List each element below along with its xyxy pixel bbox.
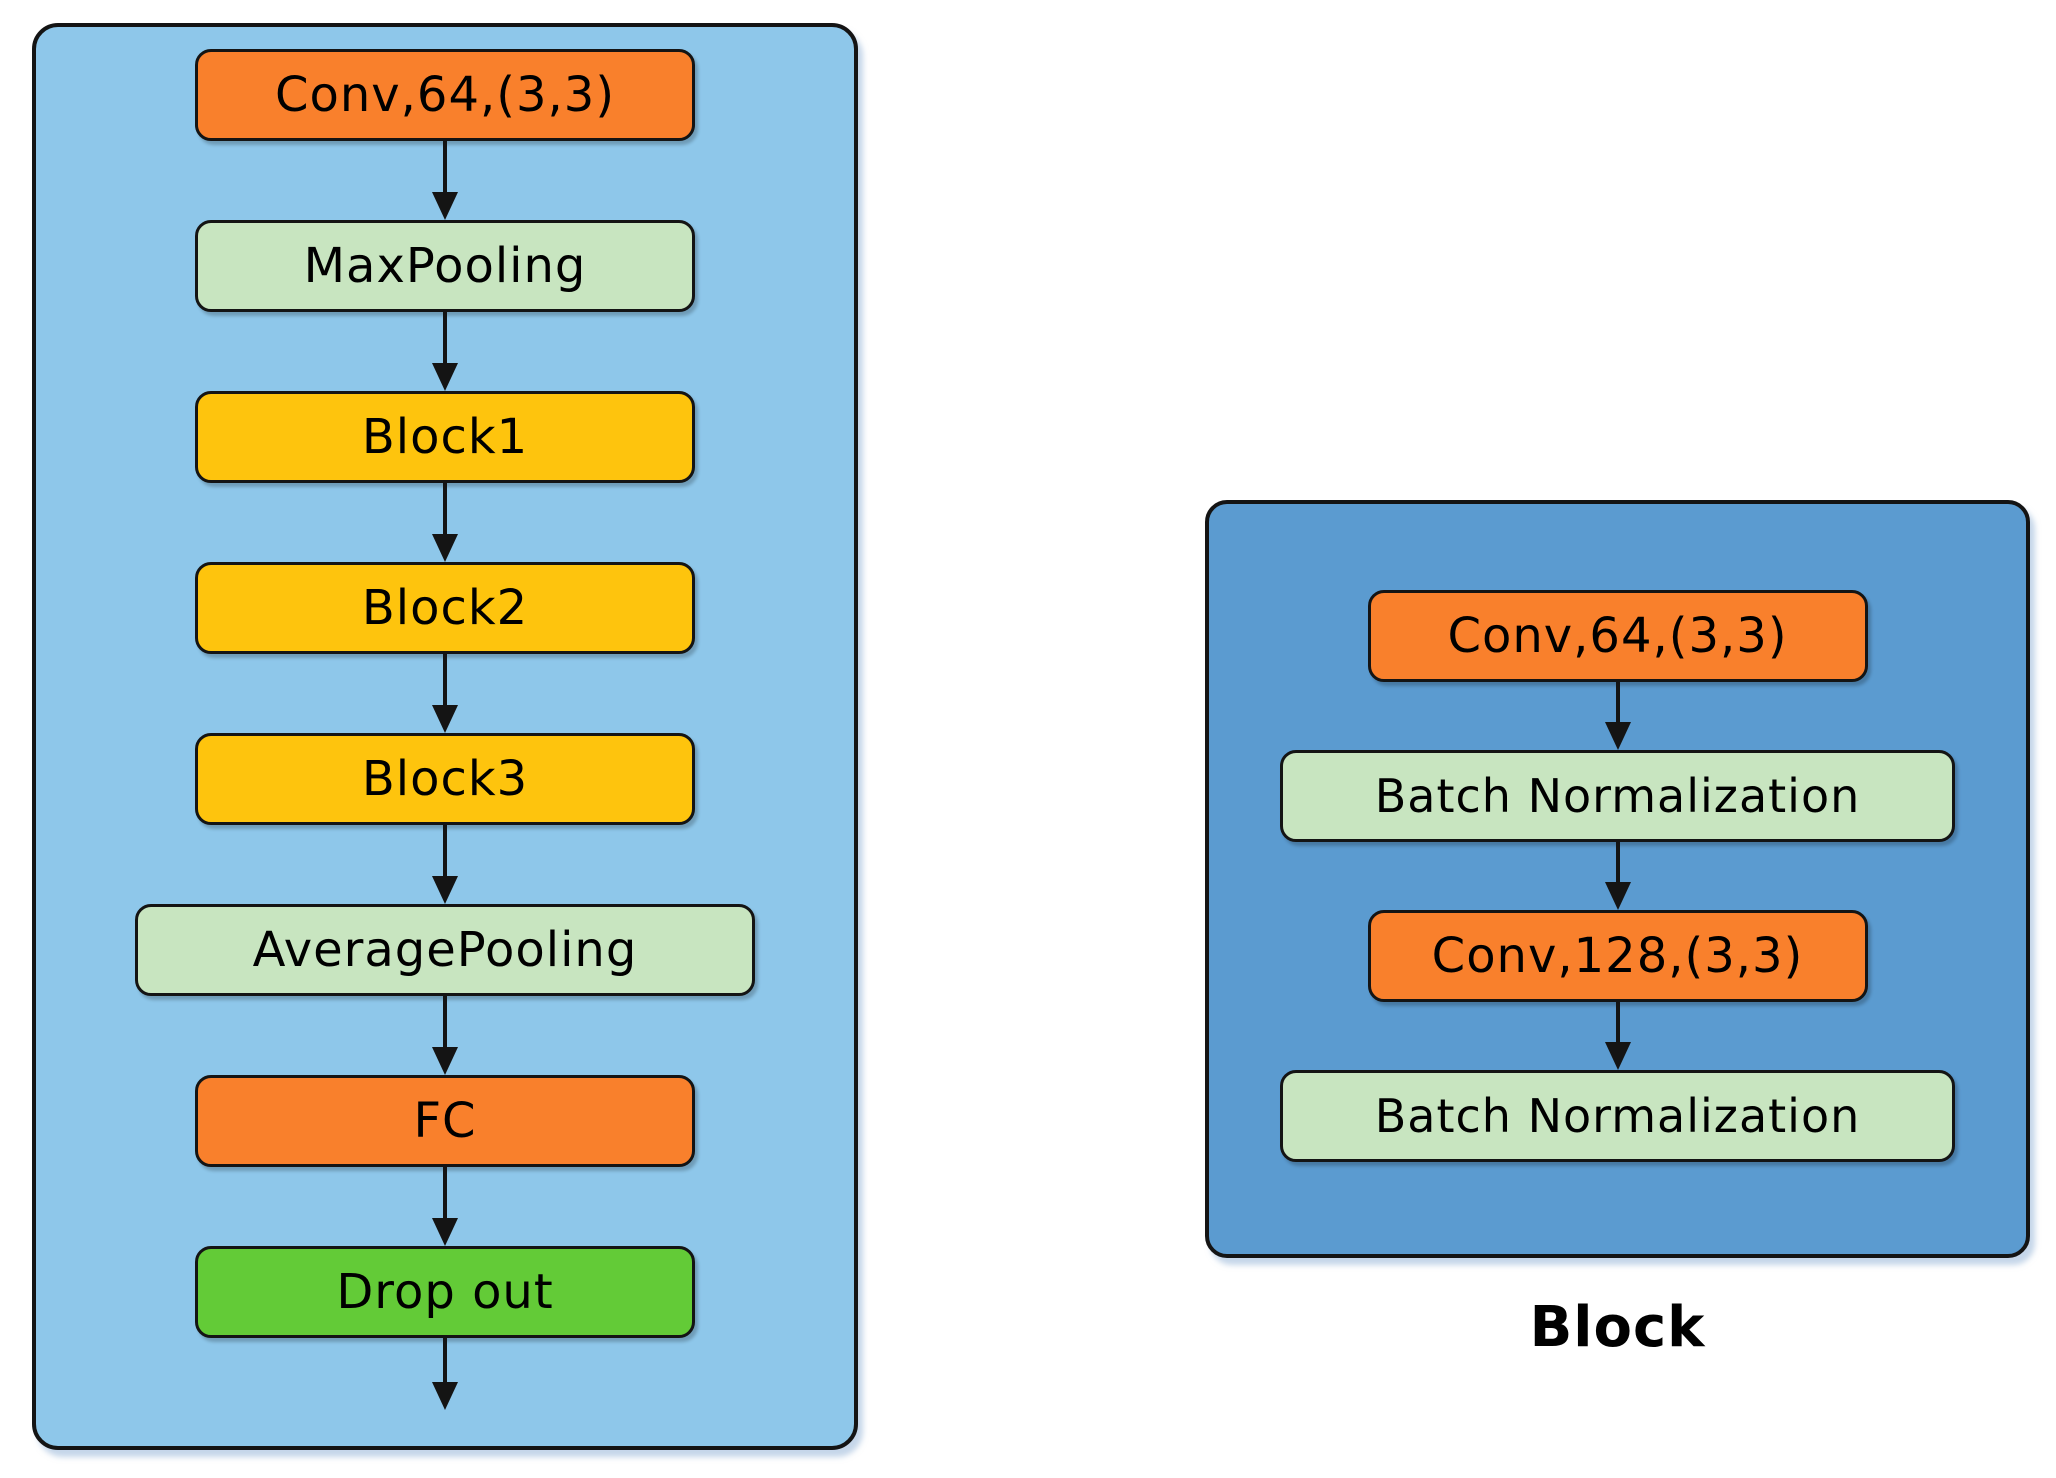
down-arrow-icon	[432, 825, 458, 904]
flow-node-batch-normalization: Batch Normalization	[1280, 750, 1955, 842]
flow-node-maxpooling: MaxPooling	[195, 220, 695, 312]
down-arrow-icon	[432, 141, 458, 220]
flow-node-batch-normalization: Batch Normalization	[1280, 1070, 1955, 1162]
down-arrow-icon	[1605, 682, 1631, 750]
flow-node-block2: Block2	[195, 562, 695, 654]
down-arrow-icon	[1605, 842, 1631, 910]
flow-node-fc: FC	[195, 1075, 695, 1167]
down-arrow-icon	[1605, 1002, 1631, 1070]
flow-node-conv-64-3-3-: Conv,64,(3,3)	[1367, 590, 1868, 682]
flow-node-drop-out: Drop out	[195, 1246, 695, 1338]
flow-node-conv-128-3-3-: Conv,128,(3,3)	[1367, 910, 1868, 1002]
down-arrow-icon	[432, 654, 458, 733]
flow-node-averagepooling: AveragePooling	[135, 904, 755, 996]
flow-node-block1: Block1	[195, 391, 695, 483]
block-caption: Block	[1529, 1295, 1706, 1360]
flow-node-block3: Block3	[195, 733, 695, 825]
down-arrow-icon	[432, 996, 458, 1075]
down-arrow-icon	[432, 483, 458, 562]
flow-node-conv-64-3-3-: Conv,64,(3,3)	[195, 49, 695, 141]
down-arrow-icon	[432, 312, 458, 391]
down-arrow-icon	[432, 1167, 458, 1246]
down-arrow-icon	[432, 1338, 458, 1410]
